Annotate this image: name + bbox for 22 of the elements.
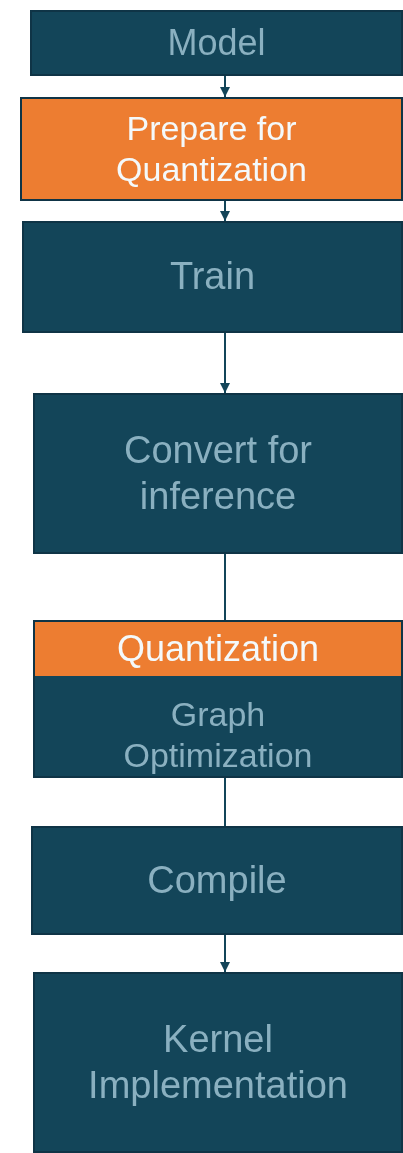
connector-line xyxy=(224,777,226,827)
step-label: Kernel Implementation xyxy=(87,1016,349,1108)
connector-line xyxy=(224,553,226,621)
stage-band xyxy=(35,622,401,676)
step-label: Compile xyxy=(147,857,287,903)
arrow xyxy=(220,75,230,98)
step-label: Convert for inference xyxy=(123,427,313,519)
process-box xyxy=(31,826,403,935)
arrow xyxy=(220,934,230,973)
step-label: Train xyxy=(169,254,256,300)
process-box xyxy=(33,393,403,554)
process-box xyxy=(30,10,403,76)
step-label: Model xyxy=(167,21,266,65)
step-label: Quantization xyxy=(116,627,320,671)
process-box xyxy=(33,620,403,778)
arrow xyxy=(220,332,230,394)
process-box xyxy=(22,221,403,333)
arrow xyxy=(220,200,230,222)
step-label: Prepare for Quantization xyxy=(115,108,308,190)
process-box xyxy=(33,972,403,1153)
process-box xyxy=(20,97,403,201)
step-label: Graph Optimization xyxy=(122,694,314,776)
